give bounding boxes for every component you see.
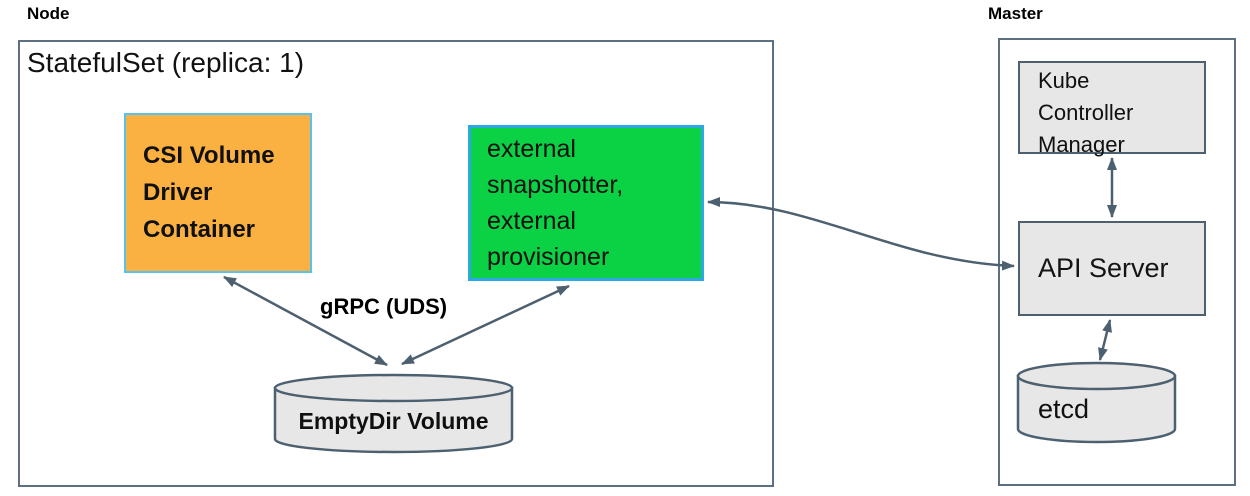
etcd-label: etcd (1038, 394, 1090, 424)
kube-controller-manager-box: Kube Controller Manager (1018, 61, 1206, 157)
grpc-uds-label: gRPC (UDS) (320, 294, 448, 319)
master-group-label: Master (988, 4, 1043, 23)
node-group-label: Node (27, 4, 70, 23)
emptydir-volume-label: EmptyDir Volume (298, 408, 489, 434)
csi-volume-driver-container-box: CSI Volume Driver Container (124, 113, 312, 273)
api-server-box: API Server (1018, 221, 1206, 316)
statefulset-title: StatefulSet (replica: 1) (27, 47, 305, 78)
api-server-label: API Server (1038, 253, 1169, 283)
external-snapshotter-provisioner-box: external snapshotter, external provision… (468, 125, 704, 281)
